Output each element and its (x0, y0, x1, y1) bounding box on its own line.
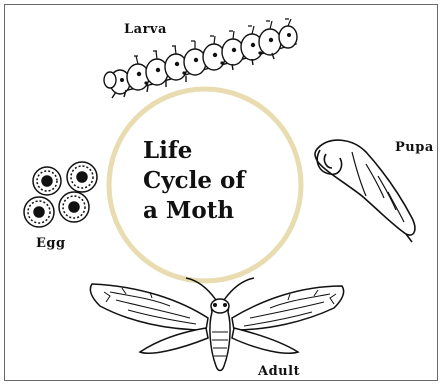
title-line-2: Cycle of (143, 166, 263, 196)
larva-label: Larva (124, 22, 167, 37)
egg (24, 197, 54, 227)
egg-cluster-illustration (24, 162, 97, 227)
adult-moth-illustration (90, 278, 343, 371)
egg (67, 162, 97, 192)
egg (33, 167, 61, 195)
diagram-title: Life Cycle of a Moth (143, 136, 263, 226)
adult-label: Adult (258, 364, 300, 379)
pupa-label: Pupa (395, 140, 434, 155)
egg (59, 192, 89, 222)
egg-label: Egg (36, 236, 66, 251)
title-line-1: Life (143, 136, 263, 166)
title-line-3: a Moth (143, 196, 263, 226)
pupa-illustration (315, 140, 415, 242)
